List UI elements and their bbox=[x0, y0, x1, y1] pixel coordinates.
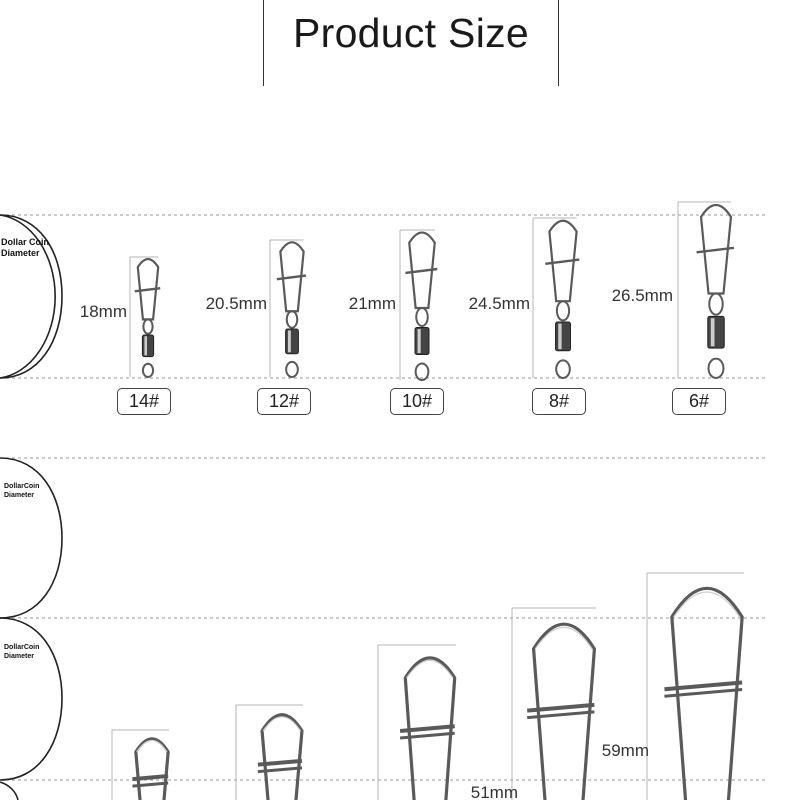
guide-lines bbox=[0, 214, 765, 781]
coin-label-line2: Diameter bbox=[4, 492, 34, 499]
length-label-10: 21mm bbox=[348, 294, 396, 313]
coin-label-lower: DollarCoin Diameter bbox=[4, 643, 39, 661]
page-title: Product Size bbox=[292, 10, 530, 56]
length-label-12: 20.5mm bbox=[205, 294, 267, 313]
coin-label-line1: DollarCoin bbox=[4, 483, 40, 490]
coin-label-line1: Dollar Coin bbox=[1, 237, 50, 247]
coin-label-top: Dollar Coin Diameter bbox=[1, 237, 49, 259]
coin-outlines bbox=[0, 214, 63, 800]
length-label-6: 26.5mm bbox=[611, 286, 673, 305]
length-label-8: 24.5mm bbox=[468, 294, 530, 313]
large-snap-1 bbox=[111, 729, 170, 800]
snap-swivel-10 bbox=[399, 229, 438, 381]
size-badge-12: 12# bbox=[257, 388, 311, 415]
snap-swivel-14 bbox=[129, 256, 161, 378]
large-snap-5 bbox=[646, 572, 744, 800]
length-label-14: 18mm bbox=[79, 302, 127, 321]
large-snap-2 bbox=[235, 704, 304, 800]
size-badge-10: 10# bbox=[390, 388, 444, 415]
coin-label-middle: DollarCoin Diameter bbox=[4, 482, 39, 500]
snap-swivel-12 bbox=[269, 239, 307, 378]
snap-swivel-8 bbox=[532, 217, 580, 380]
large-snap-3 bbox=[377, 644, 457, 800]
size-badge-14: 14# bbox=[117, 388, 171, 415]
length-label-59mm: 59mm bbox=[601, 741, 649, 760]
snap-swivel-6 bbox=[677, 201, 735, 380]
length-label-51mm: 51mm bbox=[470, 783, 518, 802]
title-frame: Product Size bbox=[263, 0, 559, 86]
large-snap-4 bbox=[511, 607, 597, 800]
size-badge-8: 8# bbox=[532, 388, 586, 415]
coin-label-line1: DollarCoin bbox=[4, 644, 40, 651]
coin-label-line2: Diameter bbox=[1, 248, 40, 258]
size-badge-6: 6# bbox=[672, 388, 726, 415]
coin-label-line2: Diameter bbox=[4, 653, 34, 660]
